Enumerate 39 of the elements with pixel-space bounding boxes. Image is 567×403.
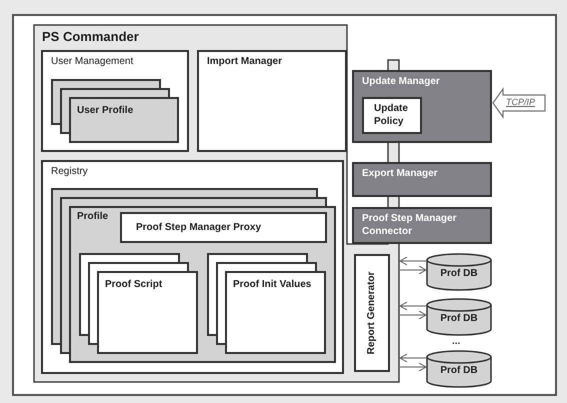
component-title: Registry [51,166,89,178]
arrow [400,256,426,266]
block-arrow [492,87,546,119]
manager-box [352,162,492,197]
database-label: Prof DB [439,269,479,279]
component-box [120,212,327,243]
component-title: Profile [77,211,110,224]
component-box [41,160,344,374]
component-label: Import Manager [207,56,284,68]
component-box [41,50,189,152]
component-box [197,50,347,152]
database-label: Prof DB [439,314,479,324]
card-stack [51,79,179,143]
arrow [400,354,426,362]
component-title: Update Manager [362,76,441,88]
card-stack [51,188,336,363]
arrow [400,302,426,310]
component-label: Proof Step Manager Proxy [136,222,262,234]
component-label: Proof Step Manager Connector [362,213,458,238]
component-label: Proof Script [105,279,164,292]
system-title: PS Commander [42,30,139,43]
component-label: Report Generator [367,272,377,354]
card-stack [207,253,326,354]
card-stack [79,253,198,354]
component-box [362,97,422,134]
database-label: Prof DB [439,366,479,376]
component-label: User Profile [77,105,134,118]
component-label: Proof Init Values [233,279,312,292]
component-label: Export Manager [362,168,439,180]
manager-box [352,207,492,244]
ellipsis-label: ... [452,337,460,347]
component-box [354,254,390,372]
edge-label: TCP/IP [506,98,536,107]
arrow [400,362,426,372]
component-title: User Management [51,56,134,68]
arrow [400,310,426,320]
arrow [400,266,426,274]
component-label: Update Policy [374,103,409,128]
manager-box [352,70,492,143]
